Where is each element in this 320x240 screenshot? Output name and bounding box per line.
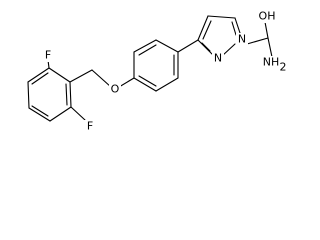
fluorine-bottom-label: F — [87, 120, 93, 133]
bond-lines — [27, 15, 273, 122]
hydroxyl-label: OH — [259, 10, 276, 23]
ether-oxygen-label: O — [111, 83, 120, 96]
chemical-structure-diagram: F F O N N OH NH 2 — [27, 10, 288, 133]
pyrazole-nitrogen-1-label: N — [238, 33, 246, 46]
amine-label: NH — [263, 56, 280, 69]
amine-subscript: 2 — [280, 61, 287, 74]
pyrazole-nitrogen-2-label: N — [214, 52, 222, 65]
fluorine-top-label: F — [45, 49, 51, 62]
